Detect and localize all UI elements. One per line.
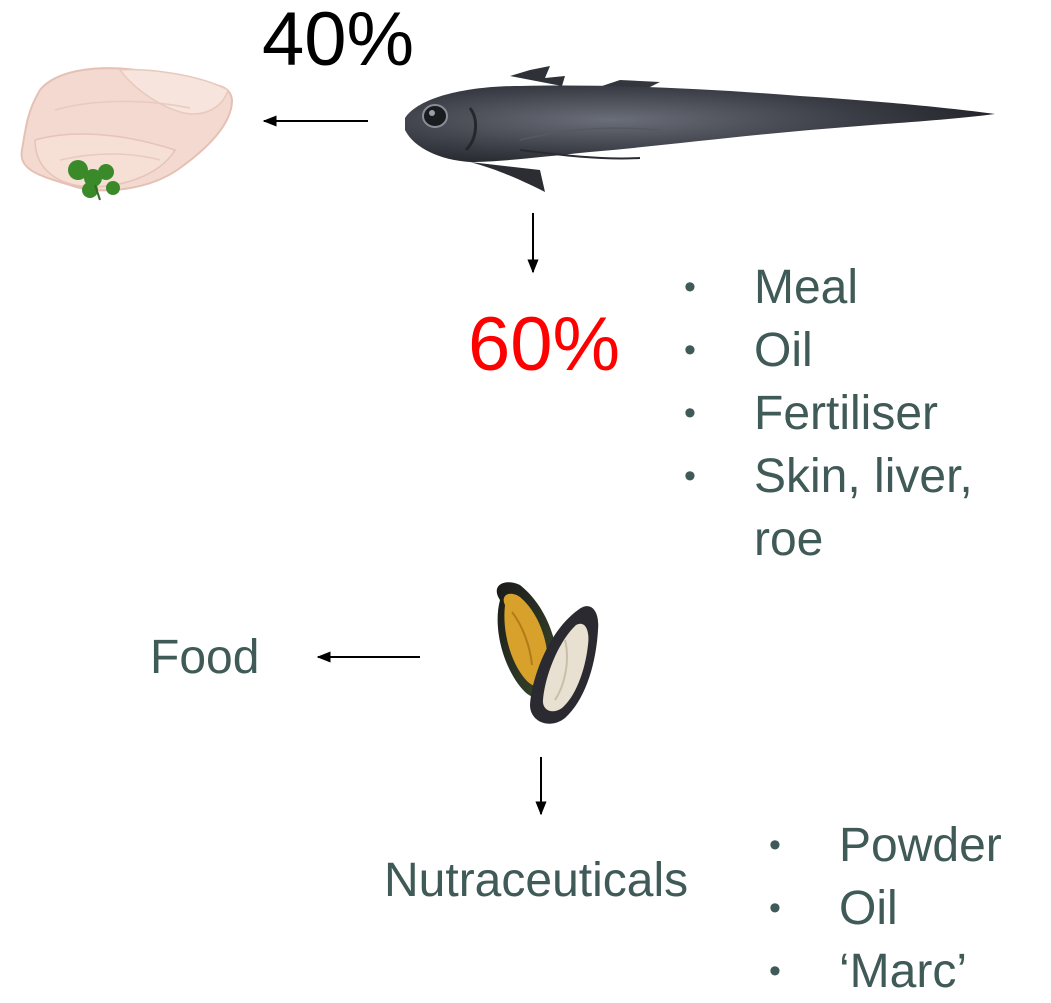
nutraceutical-list: •Powder •Oil •‘Marc’ [839,814,1049,1003]
bullet-icon: • [684,256,696,319]
bullet-icon: • [684,382,696,445]
bullet-icon: • [769,877,781,940]
byproduct-percent: 60% [468,307,620,383]
fillet-percent: 40% [262,2,414,78]
bullet-icon: • [769,940,781,1003]
list-item: •Oil [839,877,1049,940]
list-item: •Meal [754,256,1044,319]
bullet-icon: • [684,319,696,382]
fish-fillet-icon [22,68,232,200]
nutraceuticals-label: Nutraceuticals [384,857,688,905]
bullet-icon: • [684,445,696,508]
mussel-icon [497,582,598,723]
food-label: Food [150,634,259,682]
list-item: •Fertiliser [754,382,1044,445]
bullet-icon: • [769,814,781,877]
list-item: •‘Marc’ [839,940,1049,1003]
list-item: •Powder [839,814,1049,877]
fish-icon [405,66,995,192]
list-item: •Oil [754,319,1044,382]
byproduct-list: •Meal •Oil •Fertiliser •Skin, liver, roe [754,256,1044,571]
list-item: •Skin, liver, roe [754,445,1044,571]
